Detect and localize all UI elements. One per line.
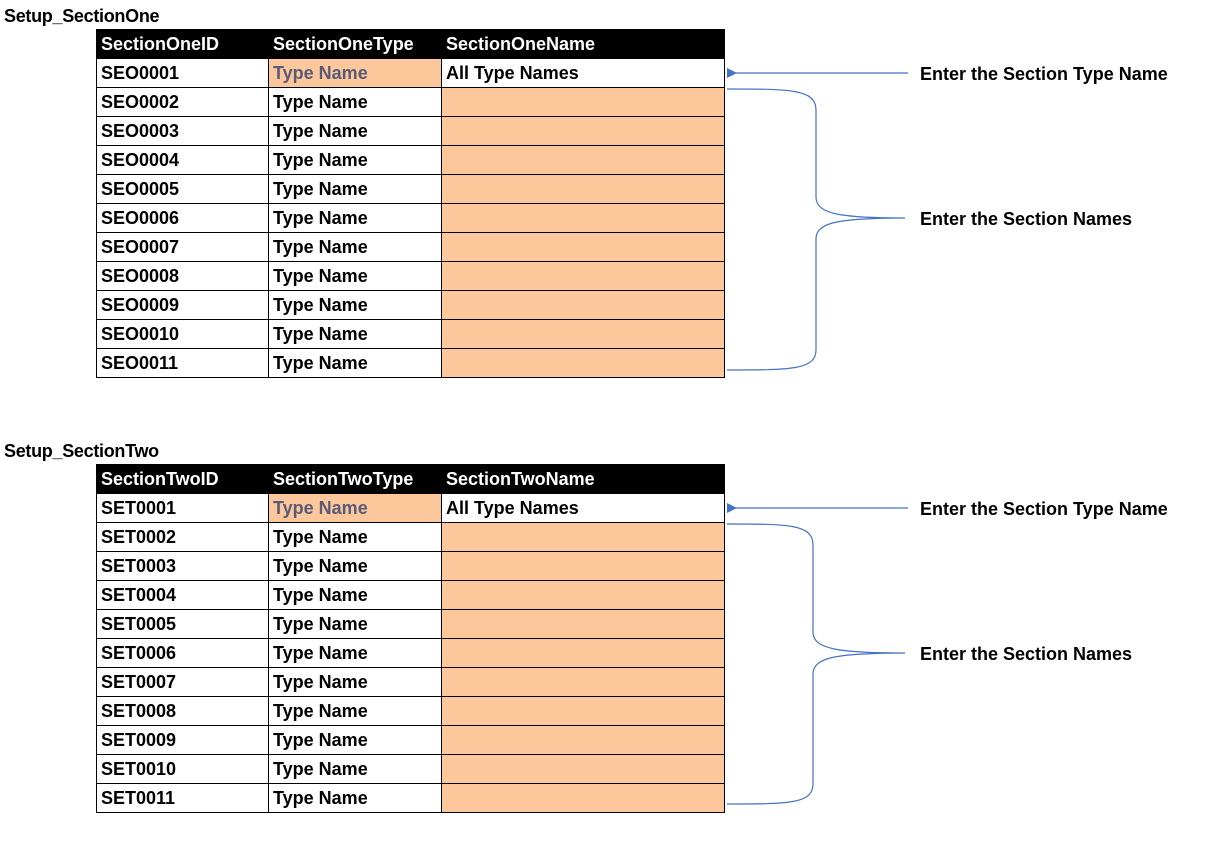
column-header-name: SectionOneName [441, 29, 725, 59]
type-cell: Type Name [268, 638, 442, 668]
column-header-id: SectionTwoID [96, 464, 269, 494]
name-cell[interactable] [441, 116, 725, 146]
type-cell: Type Name [268, 348, 442, 378]
header-row: SectionOneID SectionOneType SectionOneNa… [96, 29, 725, 59]
id-cell: SET0009 [96, 725, 269, 755]
id-cell: SEO0007 [96, 232, 269, 262]
id-cell: SEO0008 [96, 261, 269, 291]
id-cell: SET0010 [96, 754, 269, 784]
id-cell: SEO0011 [96, 348, 269, 378]
type-cell: Type Name [268, 290, 442, 320]
name-cell: All Type Names [441, 58, 725, 88]
name-cell[interactable] [441, 580, 725, 610]
type-cell: Type Name [268, 522, 442, 552]
id-cell: SEO0005 [96, 174, 269, 204]
name-cell[interactable] [441, 87, 725, 117]
name-cell[interactable] [441, 667, 725, 697]
type-cell[interactable]: Type Name [268, 493, 442, 523]
id-cell: SET0005 [96, 609, 269, 639]
id-cell: SET0007 [96, 667, 269, 697]
name-cell[interactable] [441, 174, 725, 204]
type-cell: Type Name [268, 203, 442, 233]
section-names-note: Enter the Section Names [920, 644, 1133, 664]
id-cell: SEO0009 [96, 290, 269, 320]
name-cell[interactable] [441, 203, 725, 233]
id-cell: SET0002 [96, 522, 269, 552]
id-cell: SET0008 [96, 696, 269, 726]
name-cell[interactable] [441, 754, 725, 784]
type-cell: Type Name [268, 116, 442, 146]
id-cell: SET0004 [96, 580, 269, 610]
section-one-title: Setup_SectionOne [4, 6, 160, 26]
section-two-table: SectionTwoID SectionTwoType SectionTwoNa… [96, 464, 725, 813]
curly-brace-icon [726, 523, 906, 805]
id-cell: SEO0002 [96, 87, 269, 117]
id-cell: SET0001 [96, 493, 269, 523]
name-cell[interactable] [441, 696, 725, 726]
type-cell: Type Name [268, 174, 442, 204]
name-cell[interactable] [441, 232, 725, 262]
column-header-type: SectionOneType [268, 29, 442, 59]
type-name-note: Enter the Section Type Name [920, 64, 1168, 84]
name-cell[interactable] [441, 348, 725, 378]
type-cell: Type Name [268, 232, 442, 262]
name-cell[interactable] [441, 319, 725, 349]
type-cell: Type Name [268, 580, 442, 610]
id-cell: SET0011 [96, 783, 269, 813]
section-two-title: Setup_SectionTwo [4, 441, 159, 461]
name-cell[interactable] [441, 522, 725, 552]
section-names-note: Enter the Section Names [920, 209, 1133, 229]
section-one-table: SectionOneID SectionOneType SectionOneNa… [96, 29, 725, 378]
id-cell: SEO0010 [96, 319, 269, 349]
id-cell: SEO0001 [96, 58, 269, 88]
type-cell: Type Name [268, 696, 442, 726]
name-cell[interactable] [441, 551, 725, 581]
id-cell: SEO0003 [96, 116, 269, 146]
curly-brace-icon [726, 88, 906, 371]
name-cell[interactable] [441, 783, 725, 813]
type-cell[interactable]: Type Name [268, 58, 442, 88]
id-cell: SEO0006 [96, 203, 269, 233]
id-cell: SET0006 [96, 638, 269, 668]
type-cell: Type Name [268, 783, 442, 813]
name-cell[interactable] [441, 290, 725, 320]
name-cell: All Type Names [441, 493, 725, 523]
type-cell: Type Name [268, 551, 442, 581]
name-cell[interactable] [441, 261, 725, 291]
type-cell: Type Name [268, 667, 442, 697]
name-cell[interactable] [441, 145, 725, 175]
type-name-note: Enter the Section Type Name [920, 499, 1168, 519]
column-header-type: SectionTwoType [268, 464, 442, 494]
